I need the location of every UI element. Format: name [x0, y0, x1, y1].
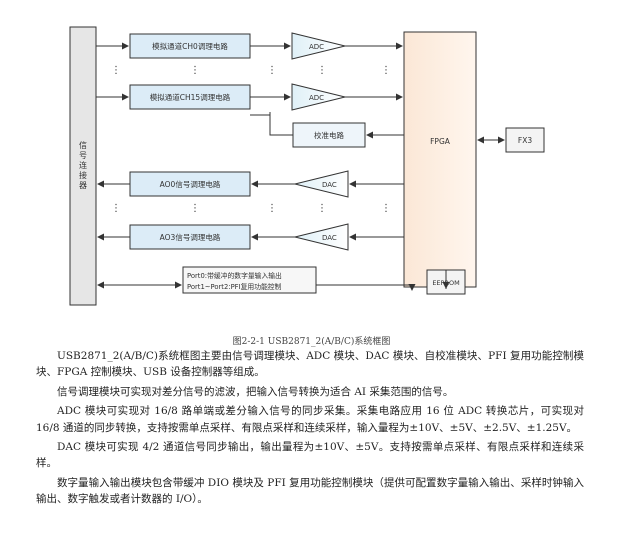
svg-text:ADC: ADC: [309, 43, 324, 51]
dac-ao3-block: DAC: [294, 223, 349, 251]
paragraph-overview: USB2871_2(A/B/C)系统框图主要由信号调理模块、ADC 模块、DAC…: [36, 350, 584, 379]
figure-caption: 图2-2-1 USB2871_2(A/B/C)系统框图: [232, 337, 391, 347]
dio-block: Port0:带缓冲的数字量输入输出 Port1~Port2:PFI复用功能控制: [182, 266, 317, 294]
ao3-conditioning-block: AO3信号调理电路: [129, 224, 251, 250]
adc-ch0-block: ADC: [291, 32, 346, 60]
ch15-conditioning-block: 模拟通道CH15调理电路: [129, 84, 251, 110]
paragraph-adc: ADC 模块可实现对 16/8 路单端或差分输入信号的同步采集。采集电路应用 1…: [36, 405, 584, 434]
ch15-label: 模拟通道CH15调理电路: [150, 92, 231, 102]
signal-connector-label: 信号连接器: [79, 140, 87, 190]
svg-text:DAC: DAC: [322, 234, 337, 242]
svg-text:⋮: ⋮: [111, 65, 121, 76]
description-text: USB2871_2(A/B/C)系统框图主要由信号调理模块、ADC 模块、DAC…: [36, 348, 584, 511]
svg-text:AO0信号调理电路: AO0信号调理电路: [160, 179, 221, 189]
ellipsis-markers: ⋮ ⋮ ⋮ ⋮ ⋮ ⋮ ⋮ ⋮ ⋮ ⋮: [111, 65, 391, 214]
ao0-conditioning-block: AO0信号调理电路: [129, 171, 251, 197]
calibration-block: 校准电路: [292, 122, 366, 148]
svg-text:⋮: ⋮: [190, 203, 200, 214]
svg-text:⋮: ⋮: [267, 65, 277, 76]
svg-text:FPGA: FPGA: [430, 137, 451, 146]
svg-text:⋮: ⋮: [317, 203, 327, 214]
paragraph-signal-conditioning: 信号调理模块可实现对差分信号的滤波，把输入信号转换为适合 AI 采集范围的信号。: [57, 385, 454, 398]
svg-text:Port0:带缓冲的数字量输入输出: Port0:带缓冲的数字量输入输出: [187, 271, 282, 280]
signal-connector-block: 信号连接器: [69, 26, 97, 306]
paragraph-dac: DAC 模块可实现 4/2 通道信号同步输出，输出量程为±10V、±5V。支持按…: [36, 441, 584, 470]
svg-text:校准电路: 校准电路: [314, 130, 344, 140]
connection-lines: [96, 42, 505, 291]
svg-text:Port1~Port2:PFI复用功能控制: Port1~Port2:PFI复用功能控制: [187, 282, 282, 291]
adc-ch15-block: ADC: [291, 83, 346, 111]
svg-text:AO3信号调理电路: AO3信号调理电路: [160, 232, 221, 242]
svg-text:⋮: ⋮: [317, 65, 327, 76]
svg-text:FX3: FX3: [518, 136, 532, 145]
svg-text:⋮: ⋮: [111, 203, 121, 214]
svg-text:⋮: ⋮: [267, 203, 277, 214]
fx3-block: FX3: [505, 127, 545, 153]
ch0-label: 模拟通道CH0调理电路: [152, 41, 228, 51]
svg-text:⋮: ⋮: [190, 65, 200, 76]
paragraph-dio: 数字量输入输出模块包含带缓冲 DIO 模块及 PFI 复用功能控制模块（提供可配…: [36, 476, 584, 506]
svg-text:ADC: ADC: [309, 94, 324, 102]
system-block-diagram: 信号连接器 模拟通道CH0调理电路 模拟通道CH15调理电路 ADC ADC 校…: [69, 26, 545, 306]
svg-text:⋮: ⋮: [381, 65, 391, 76]
fpga-block: FPGA: [403, 31, 477, 288]
svg-text:⋮: ⋮: [381, 203, 391, 214]
ch0-conditioning-block: 模拟通道CH0调理电路: [129, 33, 251, 59]
svg-text:DAC: DAC: [322, 181, 337, 189]
dac-ao0-block: DAC: [294, 170, 349, 198]
